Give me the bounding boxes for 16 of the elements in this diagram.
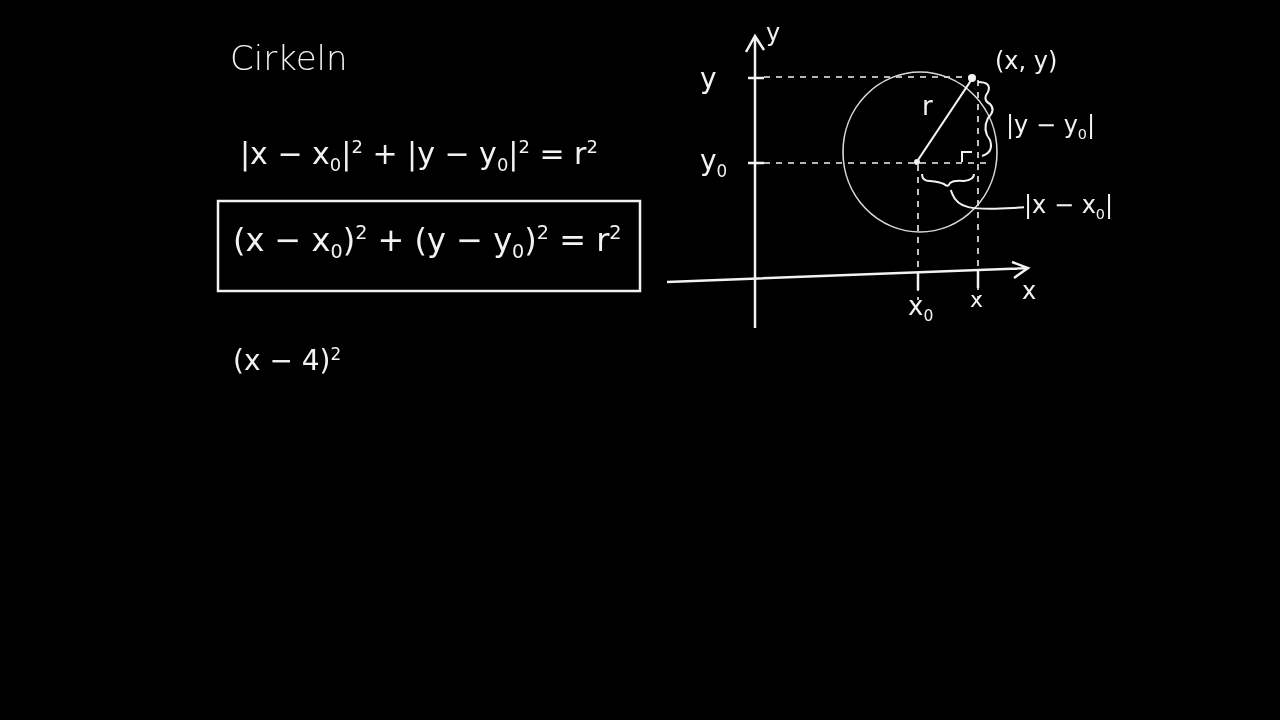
tick-label: x$_{0}$: [908, 292, 934, 326]
axis-label: x: [1022, 278, 1037, 305]
brace: [920, 172, 976, 190]
axis-label: y: [766, 20, 781, 47]
radius-label: r: [922, 92, 933, 121]
distance-label: |y − y$_{0}$|: [1006, 112, 1096, 143]
tick-label: y$_{0}$: [700, 146, 728, 181]
tick-label: y: [700, 64, 717, 95]
tick-label: x: [970, 288, 984, 313]
point-label: (x, y): [995, 48, 1058, 75]
formula: (x − 4)$^{2}$: [233, 345, 342, 378]
formula: |x − x$_{0}$|$^{2}$ + |y − y$_{0}$|$^{2}$ = r$^{2}$: [240, 137, 598, 175]
leader-label: |x − x$_{0}$|: [1024, 192, 1114, 223]
leader-line: [949, 189, 1025, 210]
title: Cirkeln: [230, 40, 348, 78]
boxed-formula: (x − x$_{0}$)$^{2}$ + (y − y$_{0}$)$^{2}$ = r$^{2}$: [233, 222, 622, 263]
